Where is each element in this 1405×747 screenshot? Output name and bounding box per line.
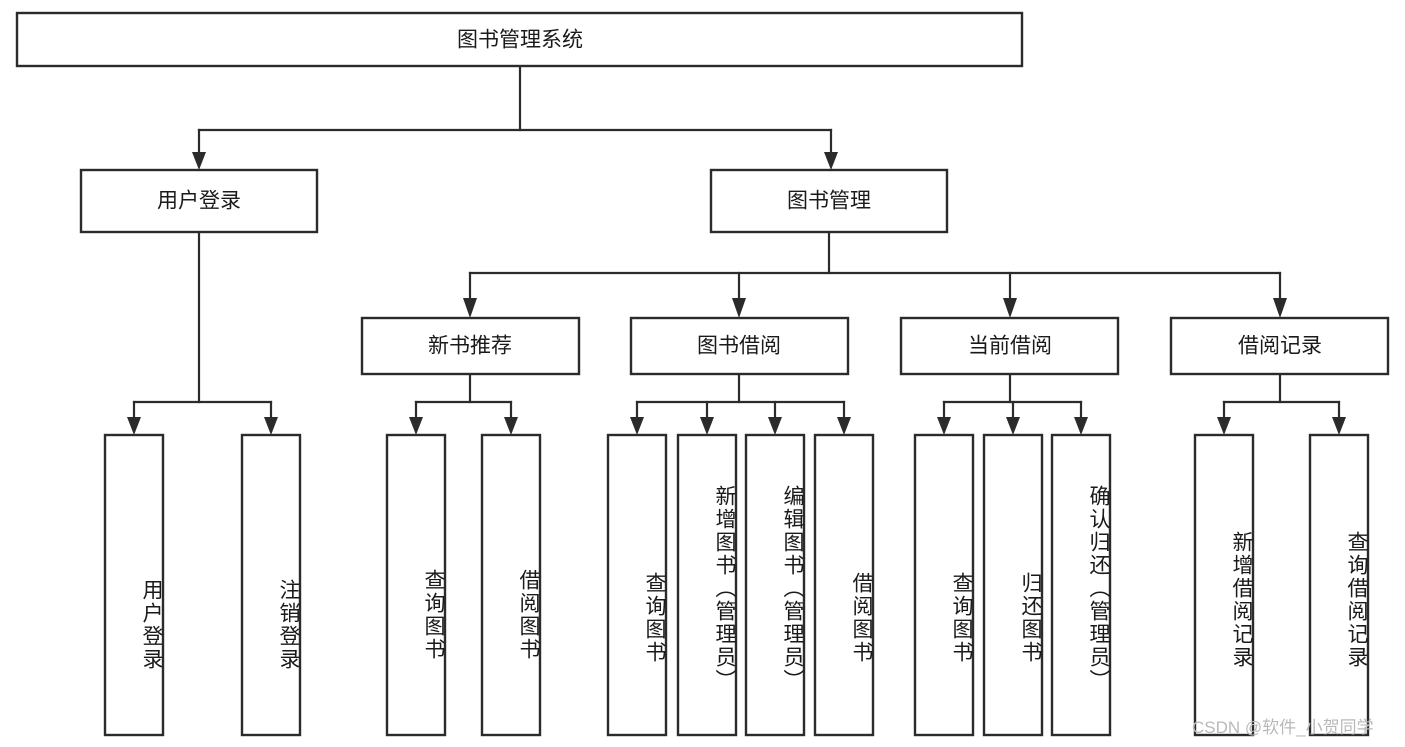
node-book-borrow-label: 图书借阅: [697, 335, 781, 358]
leaf-newbook-query[interactable]: [385, 433, 447, 737]
connector-bookmgmt-to-level2: [463, 230, 1287, 318]
leaf-bookborrow-borrow[interactable]: [813, 433, 875, 737]
connector-currentborrow-to-leaves: [937, 372, 1088, 435]
connector-bookborrow-to-leaves: [630, 372, 851, 435]
node-user-login-label: 用户登录: [157, 190, 241, 213]
node-current-borrow[interactable]: [899, 316, 1120, 376]
leaf-borrowrecord-query[interactable]: [1308, 433, 1370, 737]
leaf-borrowrecord-add[interactable]: [1193, 433, 1255, 737]
node-root-label: 图书管理系统: [457, 29, 583, 52]
leaf-user-login-login[interactable]: [103, 433, 165, 737]
connector-root-to-level1: [192, 64, 838, 170]
node-borrow-record-label: 借阅记录: [1238, 335, 1322, 358]
node-root[interactable]: [15, 11, 1024, 68]
node-book-management-label: 图书管理: [787, 190, 871, 213]
node-current-borrow-label: 当前借阅: [968, 335, 1052, 358]
leaf-currentborrow-confirm[interactable]: [1050, 433, 1112, 737]
leaf-currentborrow-return[interactable]: [982, 433, 1044, 737]
node-borrow-record[interactable]: [1169, 316, 1390, 376]
leaf-currentborrow-query[interactable]: [913, 433, 975, 737]
connector-userlogin-to-leaves: [127, 230, 278, 435]
leaf-bookborrow-query[interactable]: [606, 433, 668, 737]
node-user-login[interactable]: [79, 168, 319, 234]
leaf-bookborrow-edit[interactable]: [744, 433, 806, 737]
connector-borrowrecord-to-leaves: [1217, 372, 1346, 435]
leaf-user-login-logout[interactable]: [240, 433, 302, 737]
node-book-borrow[interactable]: [629, 316, 850, 376]
connector-newbook-to-leaves: [409, 372, 518, 435]
node-new-book-recommend[interactable]: [360, 316, 581, 376]
csdn-watermark: CSDN @软件_小贺同学: [1192, 718, 1374, 737]
leaf-bookborrow-add[interactable]: [676, 433, 738, 737]
leaf-newbook-borrow[interactable]: [480, 433, 542, 737]
node-new-book-recommend-label: 新书推荐: [428, 335, 512, 358]
node-book-management[interactable]: [709, 168, 949, 234]
